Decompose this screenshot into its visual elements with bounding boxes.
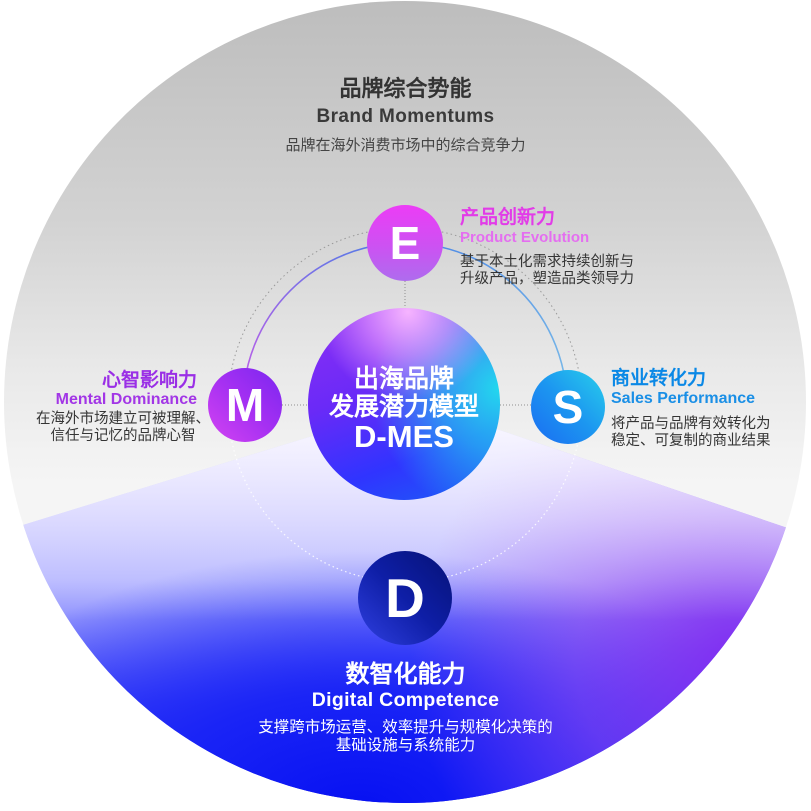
node-e-subtitle: Product Evolution [460,229,590,246]
node-m-desc-line: 在海外市场建立可被理解、 [36,411,210,427]
node-e-desc-line: 基于本土化需求持续创新与 [460,254,634,270]
node-d-letter: D [385,567,425,629]
node-m-description: 在海外市场建立可被理解、 信任与记忆的品牌心智 [23,411,223,445]
node-d-desc-line: 基础设施与系统能力 [335,736,476,754]
node-e-desc-line: 升级产品，塑造品类领导力 [460,271,634,287]
node-e-product-evolution: E [367,205,443,281]
node-d-subtitle: Digital Competence [311,689,500,711]
node-s-description: 将产品与品牌有效转化为 稳定、可复制的商业结果 [611,416,771,450]
node-m-desc-line: 信任与记忆的品牌心智 [50,428,196,444]
core-title-line1: 出海品牌 [353,364,454,393]
node-d-title: 数智化能力 [345,660,466,688]
brand-momentum-title: 品牌综合势能 [339,77,472,102]
node-e-description: 基于本土化需求持续创新与 升级产品，塑造品类领导力 [460,254,634,288]
core-title-line2: 发展潜力模型 [328,392,479,421]
node-e-letter: E [389,217,421,269]
node-s-desc-line: 将产品与品牌有效转化为 [611,416,771,432]
core-model-name: D-MES [354,419,454,454]
node-m-letter: M [225,379,265,431]
node-e-title: 产品创新力 [460,206,556,228]
node-s-desc-line: 稳定、可复制的商业结果 [611,433,771,449]
node-s-title: 商业转化力 [611,367,707,389]
node-m-subtitle: Mental Dominance [55,391,197,408]
node-d-description: 支撑跨市场运营、效率提升与规模化决策的 基础设施与系统能力 [0,718,811,754]
node-s-sales-performance: S [531,370,605,444]
node-d-digital-competence: D [358,551,452,645]
node-d-desc-line: 支撑跨市场运营、效率提升与规模化决策的 [258,718,553,736]
brand-momentum-description: 品牌在海外消费市场中的综合竞争力 [285,136,526,154]
brand-momentum-subtitle: Brand Momentums [316,106,495,127]
core-model-circle [308,308,500,500]
node-m-title: 心智影响力 [101,369,197,391]
node-s-letter: S [552,381,584,433]
node-m-mental-dominance: M [208,368,282,442]
node-s-subtitle: Sales Performance [611,390,756,407]
